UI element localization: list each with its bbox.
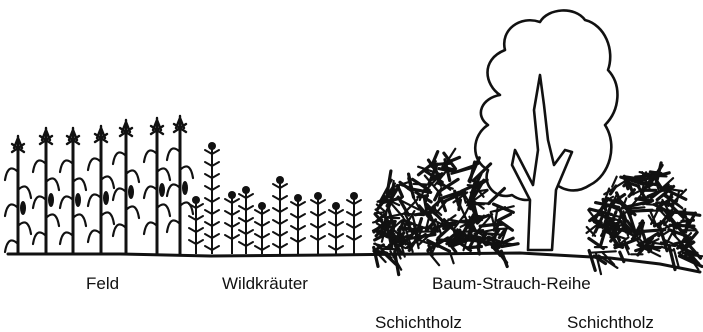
wood-branch xyxy=(631,207,645,208)
herb xyxy=(329,202,343,254)
corn-leaf xyxy=(33,196,46,208)
corn-leaf xyxy=(101,176,114,188)
herb xyxy=(225,191,239,254)
herb-flower xyxy=(314,192,322,200)
corn-leaf xyxy=(126,206,139,218)
corn-leaf xyxy=(60,196,73,208)
corn-cob xyxy=(20,201,26,215)
corn-leaf xyxy=(113,188,126,200)
corn-cob xyxy=(48,193,54,207)
corn-leaf xyxy=(88,194,101,206)
corn-leaf xyxy=(73,178,86,190)
herb-flower xyxy=(192,196,200,204)
corn-leaf xyxy=(5,204,18,216)
corn-leaf xyxy=(60,232,73,244)
corn-leaf xyxy=(126,170,139,182)
herb-flower xyxy=(208,142,216,150)
wood-branch xyxy=(473,203,490,204)
herb-flower xyxy=(350,192,358,200)
corn-leaf xyxy=(113,224,126,236)
corn-leaf xyxy=(46,178,59,190)
corn-tassel xyxy=(151,118,163,136)
wood-branch xyxy=(393,221,395,233)
corn-cob xyxy=(182,181,188,195)
corn-leaf xyxy=(157,204,170,216)
corn-leaf xyxy=(157,168,170,180)
corn-plant xyxy=(60,128,86,254)
wild-herbs xyxy=(189,142,361,254)
woodpile-left xyxy=(373,149,518,275)
corn-plant xyxy=(5,136,31,254)
corn-leaf xyxy=(144,150,157,162)
wood-branch xyxy=(609,214,619,216)
herb-flower xyxy=(258,202,266,210)
corn-leaf xyxy=(88,158,101,170)
corn-cob xyxy=(103,191,109,205)
corn-leaf xyxy=(144,186,157,198)
corn-leaf xyxy=(46,214,59,226)
herb xyxy=(205,142,219,254)
label-baum-strauch-reihe: Baum-Strauch-Reihe xyxy=(432,275,591,292)
corn-leaf xyxy=(88,230,101,242)
corn-tassel xyxy=(120,120,132,138)
corn-cob xyxy=(159,183,165,197)
corn-plant xyxy=(144,118,170,254)
corn-leaf xyxy=(167,184,180,196)
herb xyxy=(239,186,253,254)
corn-leaf xyxy=(101,212,114,224)
field-corn-plants xyxy=(5,116,193,254)
wood-branch xyxy=(402,185,410,187)
herb xyxy=(311,192,325,254)
herb xyxy=(189,196,203,254)
corn-tassel xyxy=(12,136,24,154)
herb xyxy=(347,192,361,254)
corn-leaf xyxy=(5,168,18,180)
wood-branch xyxy=(650,172,661,174)
corn-leaf xyxy=(5,240,18,252)
corn-tassel xyxy=(40,128,52,146)
corn-leaf xyxy=(73,214,86,226)
herb xyxy=(291,194,305,254)
herb-flower xyxy=(332,202,340,210)
label-schichtholz-right: Schichtholz xyxy=(567,314,654,331)
corn-plant xyxy=(113,120,139,254)
corn-cob xyxy=(128,185,134,199)
wood-branch xyxy=(478,246,480,254)
corn-leaf xyxy=(113,152,126,164)
wood-branch xyxy=(382,249,397,250)
tree-trunk xyxy=(512,75,572,250)
herb xyxy=(273,176,287,254)
corn-leaf xyxy=(18,186,31,198)
corn-leaf xyxy=(33,232,46,244)
corn-leaf xyxy=(33,160,46,172)
corn-plant xyxy=(33,128,59,254)
corn-leaf xyxy=(144,222,157,234)
wood-branch xyxy=(635,232,643,234)
corn-leaf xyxy=(60,160,73,172)
herb-flower xyxy=(276,176,284,184)
corn-tassel xyxy=(67,128,79,146)
corn-leaf xyxy=(167,148,180,160)
label-feld: Feld xyxy=(86,275,119,292)
wood-branch xyxy=(437,240,453,241)
corn-leaf xyxy=(167,220,180,232)
corn-leaf xyxy=(18,222,31,234)
corn-leaf xyxy=(180,166,193,178)
corn-tassel xyxy=(95,126,107,144)
herb-flower xyxy=(242,186,250,194)
corn-cob xyxy=(75,193,81,207)
label-wildkraeuter: Wildkräuter xyxy=(222,275,308,292)
wood-branch xyxy=(630,210,653,211)
corn-plant xyxy=(88,126,114,254)
herb-flower xyxy=(294,194,302,202)
corn-tassel xyxy=(174,116,186,134)
herb xyxy=(255,202,269,254)
herb-flower xyxy=(228,191,236,199)
label-schichtholz-left: Schichtholz xyxy=(375,314,462,331)
corn-plant xyxy=(167,116,193,254)
wood-branch xyxy=(667,212,693,213)
